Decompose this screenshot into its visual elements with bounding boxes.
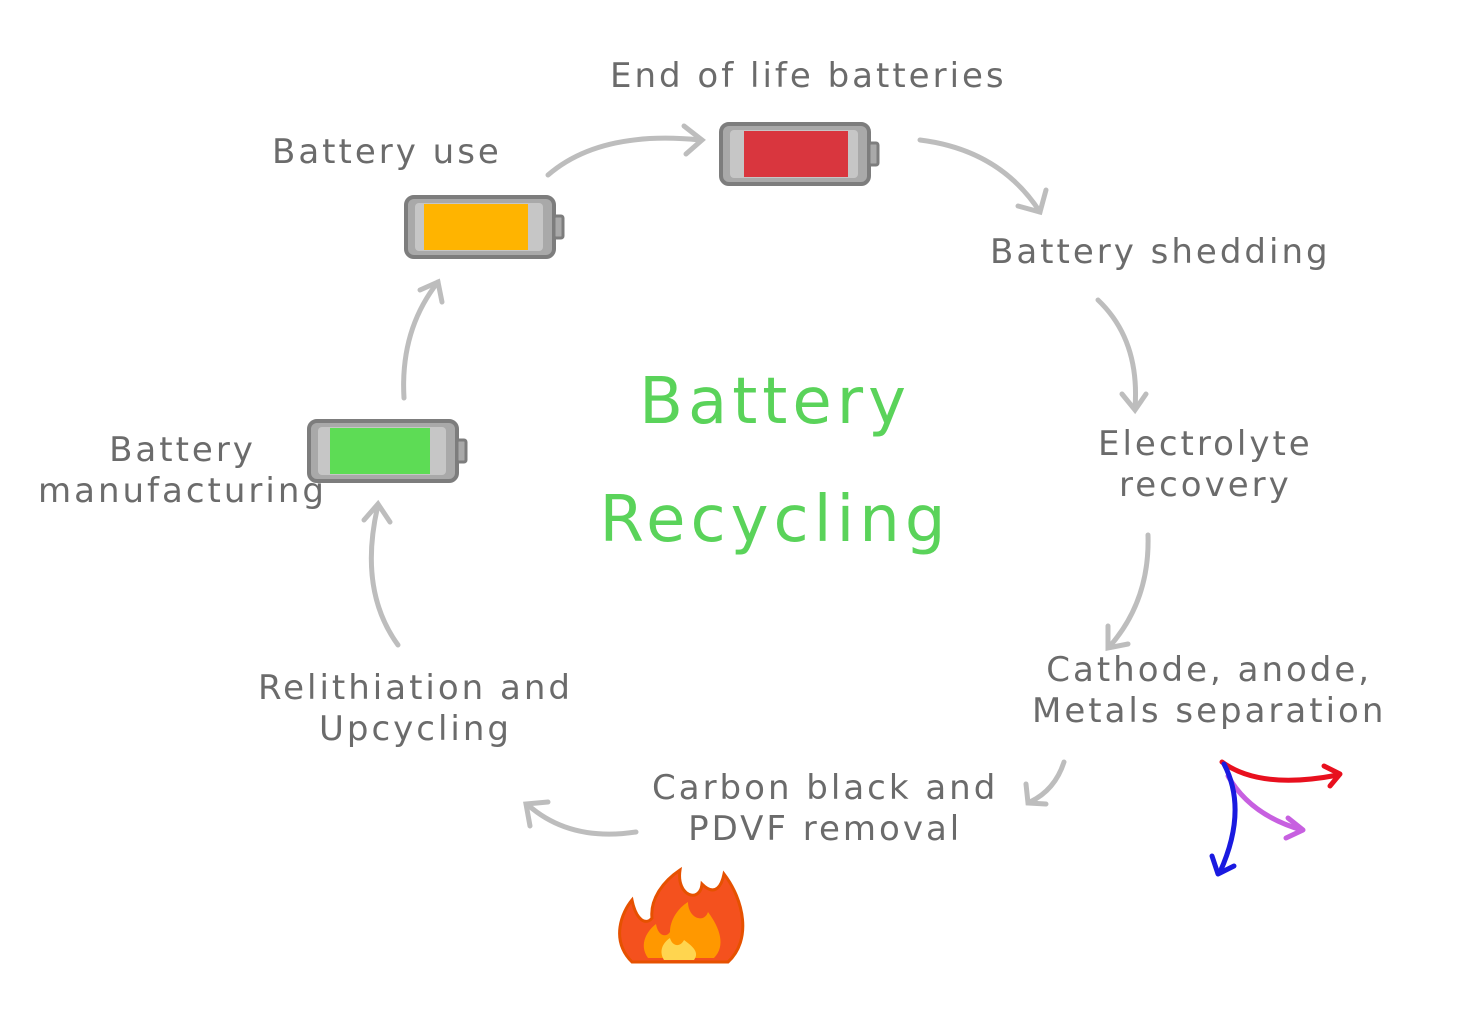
label-line: Carbon black and [652,768,999,808]
arrow-manufacturing-to-use [401,279,441,401]
arrow-head [1015,187,1049,216]
battery-half-icon [404,195,565,259]
arrow-relithiation-to-manufacturing [368,502,401,648]
arrow-shedding-to-electrolyte [1095,297,1139,411]
arrow-electrolyte-to-separation [1107,532,1151,649]
arrow-use-to-end-of-life [545,135,703,178]
battery-empty-icon [719,122,880,186]
label-line: PDVF removal [688,808,963,849]
battery-full-icon [307,419,468,483]
title-line-1: Battery [639,365,911,439]
arrow-separation-to-carbon [1027,759,1067,805]
diagram-title: Battery Recycling [590,370,960,552]
arrow-head [1105,623,1131,652]
label-line: recovery [1118,464,1292,505]
cycle-arrows [361,123,1151,837]
label-line: Electrolyte [1098,424,1313,464]
separation-arrows-icon [1209,759,1343,877]
label-electrolyte-recovery: Electrolyte recovery [1098,424,1313,506]
arrow-head [681,123,706,157]
arrow-carbon-to-relithiation [525,802,639,837]
label-manufacturing: Battery manufacturing [38,430,327,512]
label-relithiation: Relithiation and Upcycling [258,668,573,750]
label-line: manufacturing [38,470,327,511]
arrow-head [1119,391,1149,415]
label-carbon-removal: Carbon black and PDVF removal [652,768,998,850]
label-line: Upcycling [318,708,512,749]
label-end-of-life: End of life batteries [610,56,1007,96]
label-line: Metals separation [1032,690,1387,731]
label-line: Relithiation and [258,668,573,708]
arrow-head [1023,781,1049,807]
flame-icon [618,866,745,964]
label-line: Battery [109,430,256,470]
label-line: Cathode, anode, [1046,650,1373,690]
label-battery-shedding: Battery shedding [990,232,1331,272]
arrow-end-of-life-to-shedding [917,137,1043,215]
label-separation: Cathode, anode, Metals separation [1032,650,1386,732]
arrow-head [361,499,393,525]
label-battery-use: Battery use [272,132,502,172]
title-line-2: Recycling [599,483,951,557]
arrow-head [523,799,551,829]
arrow-head [417,278,445,305]
